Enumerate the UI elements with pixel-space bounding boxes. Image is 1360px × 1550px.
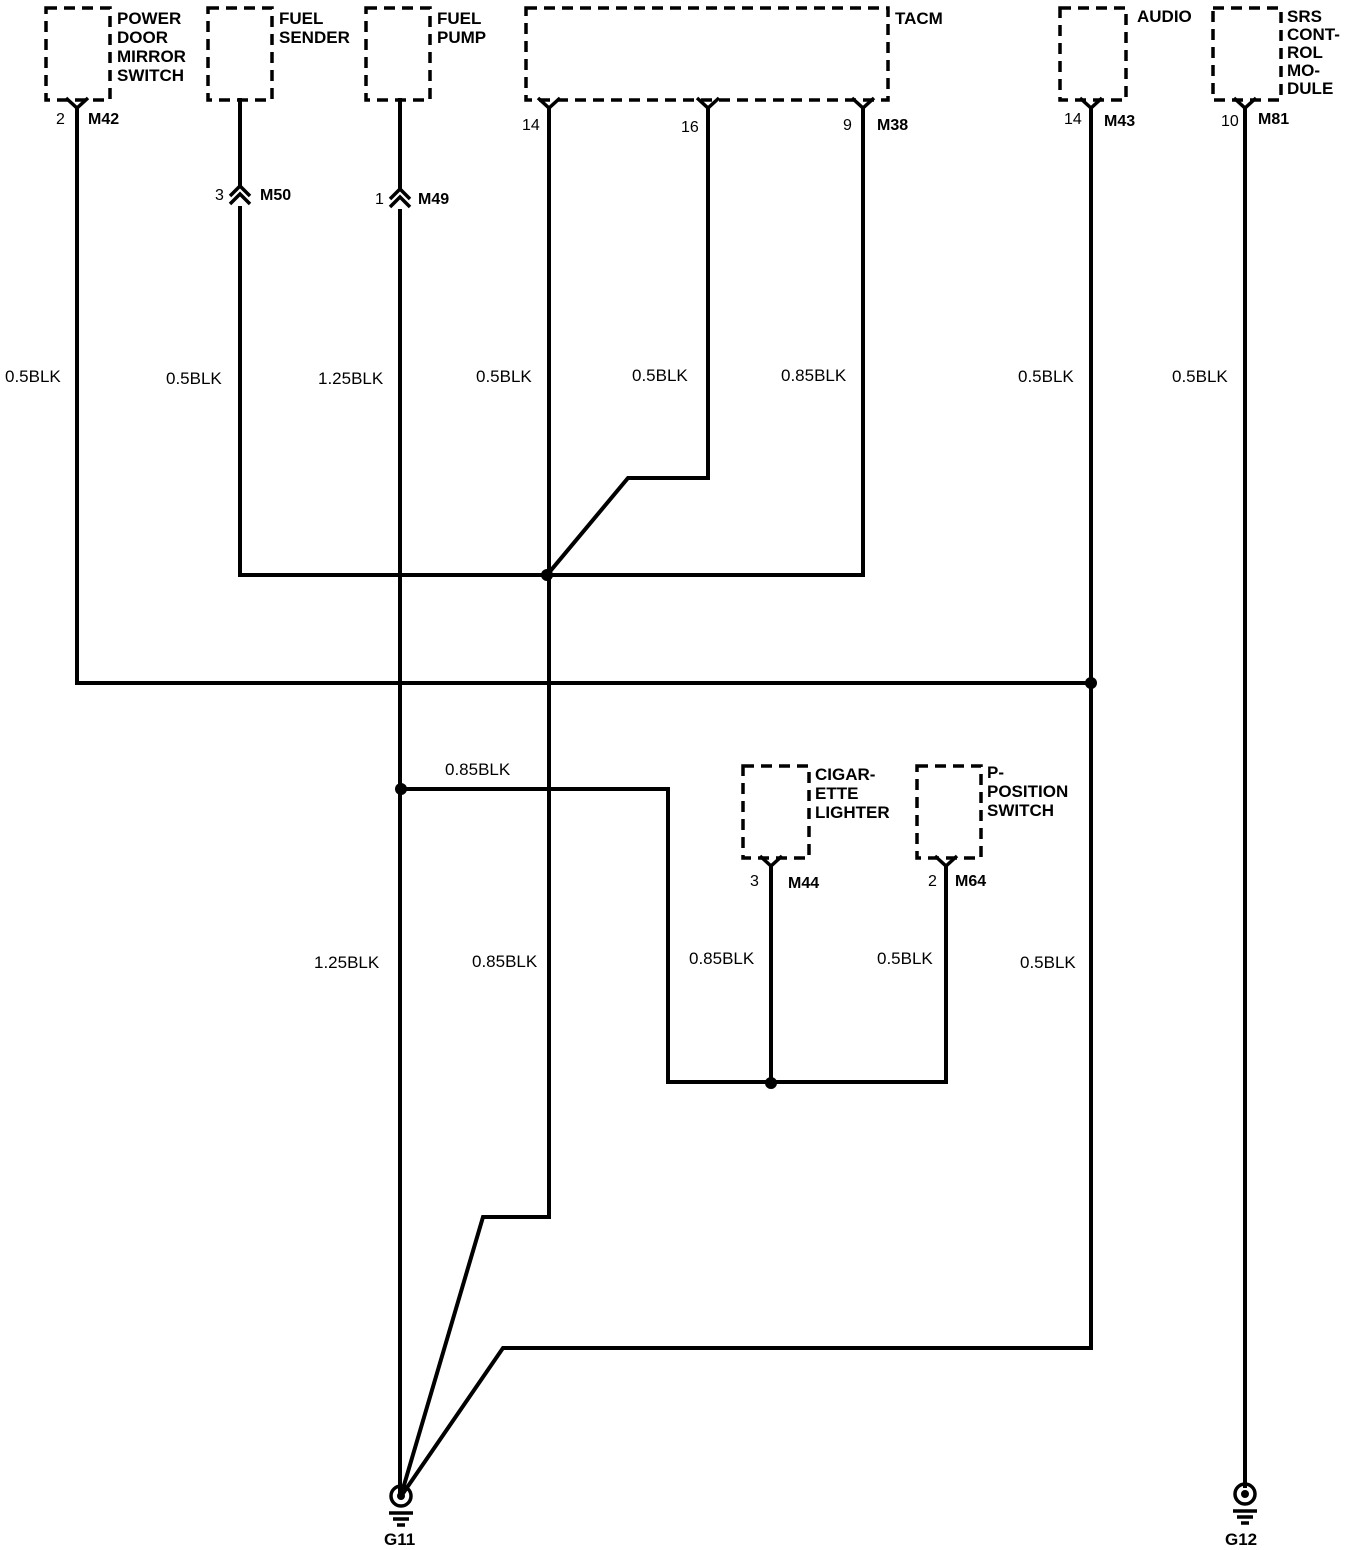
connector-m44: M44 [788,875,819,892]
cigarette-lighter-label-1: CIGAR- [815,765,875,784]
pin-number-m44: 3 [750,873,759,890]
cigarette-lighter-label-2: ETTE [815,784,858,803]
mirror-switch-label-1: POWER [117,9,181,28]
component-fuel-sender: FUEL SENDER 3 M50 [206,6,350,206]
component-fuel-pump: FUEL PUMP 1 M49 [364,6,486,209]
pin-number-m50: 3 [215,187,224,204]
wire-tacm-14 [399,106,551,1495]
wire-fuel-sender [238,98,549,577]
pin-number-m49: 1 [375,191,384,208]
wire-label-tacm16: 0.5BLK [632,366,688,385]
inline-connector-m49-icon [388,186,412,209]
audio-label: AUDIO [1137,7,1192,26]
p-position-switch-label-1: P- [987,763,1004,782]
pin-number-tacm-9: 9 [843,117,852,134]
wire-label-tacm14: 0.5BLK [476,367,532,386]
wire-label-audio-lower: 0.5BLK [1020,953,1076,972]
pin-number-tacm-16: 16 [681,119,699,136]
wire-label-mirror: 0.5BLK [5,367,61,386]
component-p-position-switch: P- POSITION SWITCH 2 M64 [915,763,1068,890]
srs-label-1: SRS [1287,7,1322,26]
ground-g12-symbol-icon [1233,1509,1257,1525]
mirror-switch-label-2: DOOR [117,28,168,47]
wire-label-pump: 1.25BLK [318,369,384,388]
srs-label-5: DULE [1287,79,1333,98]
splice-point-tacm [541,569,553,581]
splice-point-pump [395,783,407,795]
ground-label-g12: G12 [1225,1530,1257,1549]
ground-g12-icon [1233,1482,1257,1506]
p-position-switch-label-2: POSITION [987,782,1068,801]
wire-label-loop-left: 0.85BLK [689,949,755,968]
wire-label-sender: 0.5BLK [166,369,222,388]
inline-connector-m50-icon [228,183,252,206]
component-tacm: TACM 14 16 9 M38 [522,6,943,136]
wire-audio [401,106,1093,1495]
wire-label-tacm14-lower: 0.85BLK [472,952,538,971]
ground-g12: G12 [1225,1482,1257,1549]
component-cigarette-lighter: CIGAR- ETTE LIGHTER 3 M44 [741,764,890,892]
fuel-pump-label-1: FUEL [437,9,481,28]
tacm-label: TACM [895,9,943,28]
wire-label-audio: 0.5BLK [1018,367,1074,386]
pin-number-m42: 2 [56,111,65,128]
mirror-switch-label-4: SWITCH [117,66,184,85]
wire-label-p-position: 0.5BLK [877,949,933,968]
p-position-switch-label-3: SWITCH [987,801,1054,820]
ground-g11-symbol-icon [389,1511,413,1527]
wire-tacm-9 [545,106,865,577]
wire-label-tacm9: 0.85BLK [781,366,847,385]
connector-m38: M38 [877,117,908,134]
ground-g11: G11 [384,1484,415,1549]
wire-label-pump-lower: 1.25BLK [314,953,380,972]
pin-number-m81: 10 [1221,113,1239,130]
pin-number-tacm-14: 14 [522,117,540,134]
wire-jumper-loop [398,787,948,1084]
wire-tacm-16 [544,106,710,578]
component-power-door-mirror-switch: POWER DOOR MIRROR SWITCH 2 M42 [44,6,186,128]
connector-m49: M49 [418,191,449,208]
fuel-pump-label-2: PUMP [437,28,486,47]
cigarette-lighter-label-3: LIGHTER [815,803,890,822]
srs-label-4: MO- [1287,61,1320,80]
splice-point-lighter [765,1077,777,1089]
mirror-switch-label-3: MIRROR [117,47,186,66]
wire-label-srs: 0.5BLK [1172,367,1228,386]
pin-number-m64: 2 [928,873,937,890]
connector-m50: M50 [260,187,291,204]
connector-m43: M43 [1104,113,1135,130]
component-audio: AUDIO 14 M43 [1058,6,1192,130]
ground-label-g11: G11 [384,1530,415,1549]
component-srs-control-module: SRS CONT- ROL MO- DULE 10 M81 [1211,6,1340,130]
connector-m81: M81 [1258,111,1289,128]
ground-g11-icon [389,1484,413,1508]
srs-label-2: CONT- [1287,25,1340,44]
connector-m64: M64 [955,873,986,890]
fuel-sender-label-1: FUEL [279,9,323,28]
pin-number-m43: 14 [1064,111,1082,128]
splice-point-audio [1085,677,1097,689]
connector-m42: M42 [88,111,119,128]
wire-mirror-switch [75,106,1093,685]
fuel-sender-label-2: SENDER [279,28,350,47]
wire-label-jumper: 0.85BLK [445,760,511,779]
srs-label-3: ROL [1287,43,1323,62]
